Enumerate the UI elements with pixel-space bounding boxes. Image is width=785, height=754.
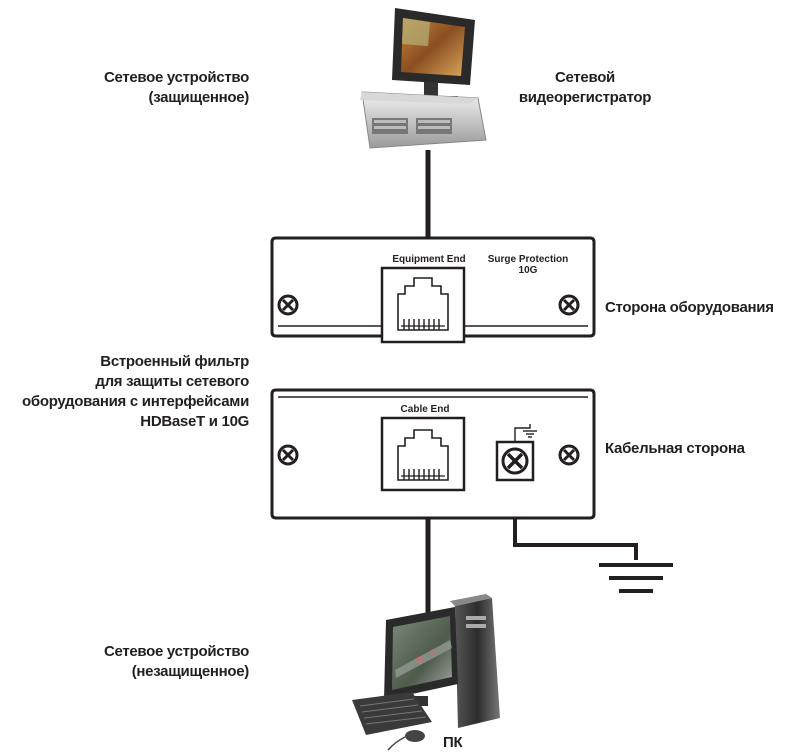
pc-workstation-icon [352,594,500,751]
pc-label: ПК [443,734,463,751]
nvr-label: Сетевой видеорегистратор [518,69,652,106]
nvr-monitor-icon [360,8,487,149]
surge-protection-brand-label: Surge Protection 10G [478,254,578,276]
brand-line-2: 10G [518,265,538,276]
brand-line-1: Surge Protection [487,254,569,265]
unprotected-device-label: Сетевое устройство (незащищенное) [103,643,249,680]
ground-terminal [495,424,537,482]
screw-icon [558,444,580,466]
screw-icon [277,444,299,466]
cable-side-label: Кабельная сторона [605,440,745,457]
screw-icon [277,294,299,316]
screw-icon [558,294,580,316]
ground-symbol-icon [599,563,673,593]
rj45-port-icon [380,416,466,492]
equipment-side-label: Сторона оборудования [605,299,774,316]
rj45-port-icon [380,266,466,344]
cable-end-label: Cable End [400,404,450,415]
builtin-filter-label: Встроенный фильтр для защиты сетевого об… [22,353,249,430]
equipment-end-label: Equipment End [392,254,466,265]
protected-device-label: Сетевое устройство (защищенное) [103,69,249,106]
